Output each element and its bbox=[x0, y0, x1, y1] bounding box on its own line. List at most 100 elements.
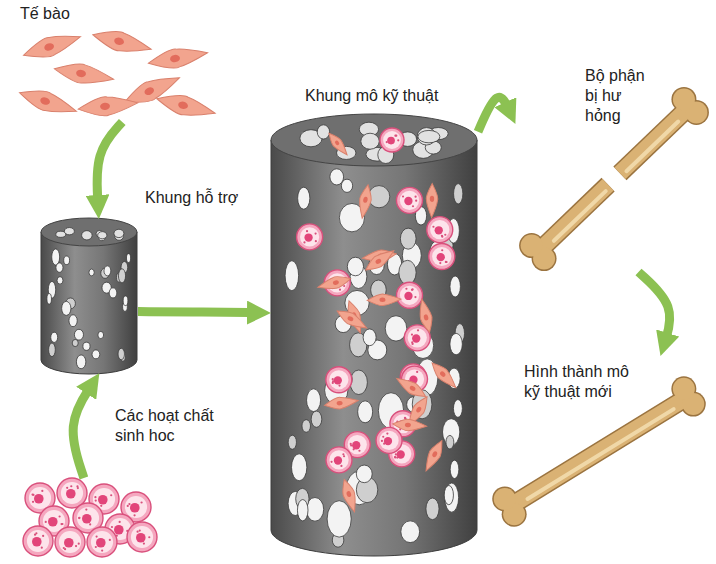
pore bbox=[453, 400, 462, 418]
part-label: Khung mô kỹ thuật bbox=[305, 86, 475, 106]
cell-body bbox=[362, 246, 397, 275]
pore bbox=[49, 343, 56, 357]
cell-membrane bbox=[23, 526, 53, 556]
cell-granule bbox=[332, 378, 334, 380]
cell-granule bbox=[414, 296, 416, 298]
spindle-cell bbox=[339, 478, 360, 514]
cell-granule bbox=[445, 261, 447, 263]
pore bbox=[445, 483, 459, 512]
cell-nucleus bbox=[82, 514, 92, 524]
cell-membrane bbox=[397, 282, 423, 308]
cell-granule bbox=[75, 545, 77, 547]
pore bbox=[311, 411, 322, 427]
flow-arrow bbox=[478, 97, 510, 131]
cell-nucleus bbox=[423, 314, 429, 321]
cell-granule bbox=[133, 514, 135, 516]
pore bbox=[385, 316, 407, 341]
pore bbox=[350, 370, 367, 395]
bone-highlight bbox=[554, 191, 606, 241]
cell-nucleus bbox=[431, 451, 438, 458]
part-label: Các hoạt chất sinh hoc bbox=[115, 406, 237, 446]
cell-granule bbox=[394, 456, 396, 458]
cell-granule bbox=[111, 526, 113, 528]
cell-body bbox=[316, 273, 352, 293]
cell-nucleus bbox=[415, 406, 422, 413]
cylinder-top bbox=[271, 114, 477, 166]
cell-nucleus bbox=[48, 517, 58, 527]
cell-nucleus bbox=[34, 494, 44, 504]
cell-membrane bbox=[297, 224, 323, 250]
cell-nucleus bbox=[384, 437, 392, 445]
cell-granule bbox=[303, 241, 305, 243]
cell-granule bbox=[417, 329, 419, 331]
cell-nucleus bbox=[170, 54, 181, 63]
pore bbox=[444, 485, 453, 504]
pore bbox=[330, 169, 344, 185]
bioactive-group bbox=[23, 478, 157, 557]
cell-body bbox=[426, 183, 438, 217]
pore bbox=[104, 266, 111, 276]
pore bbox=[401, 521, 420, 543]
cell-body bbox=[394, 374, 429, 402]
spindle-cell bbox=[356, 184, 373, 219]
pore bbox=[347, 257, 363, 276]
cell-nucleus bbox=[404, 197, 412, 205]
cell-granule bbox=[58, 515, 60, 517]
cell-granule bbox=[330, 461, 332, 463]
cell-granule bbox=[358, 450, 360, 452]
cell-granule bbox=[339, 289, 341, 291]
pore bbox=[363, 329, 376, 346]
scaffold-cylinder bbox=[41, 218, 137, 374]
bone-shaft bbox=[540, 185, 608, 250]
cell-body bbox=[339, 478, 360, 514]
cell-granule bbox=[85, 508, 87, 510]
cell-nucleus bbox=[430, 196, 435, 202]
cell-nucleus bbox=[334, 376, 342, 384]
cell-nucleus bbox=[412, 334, 420, 342]
cell-nucleus bbox=[98, 495, 108, 505]
cell-nucleus bbox=[130, 503, 140, 513]
pore bbox=[288, 435, 296, 449]
cell-body bbox=[392, 418, 427, 432]
cell-granule bbox=[89, 523, 91, 525]
pore bbox=[82, 231, 93, 240]
cell-granule bbox=[140, 501, 142, 503]
cell-granule bbox=[77, 487, 79, 489]
pore bbox=[297, 500, 308, 521]
cylinder-body bbox=[271, 140, 477, 556]
spindle-cell bbox=[428, 359, 460, 392]
cell-nucleus bbox=[76, 69, 87, 78]
bone-shaft bbox=[620, 108, 688, 173]
cell-nucleus bbox=[404, 292, 412, 300]
pore bbox=[454, 184, 463, 204]
cell-granule bbox=[139, 529, 141, 531]
cell-group bbox=[17, 26, 218, 123]
cell-cytoplasm bbox=[61, 482, 83, 504]
cell-granule bbox=[342, 453, 344, 455]
cell-body bbox=[334, 306, 369, 333]
cell-granule bbox=[386, 141, 388, 143]
round-cell bbox=[326, 447, 352, 473]
pore bbox=[356, 465, 372, 483]
spindle-cell bbox=[53, 59, 115, 88]
cylinder-top bbox=[41, 218, 137, 246]
cell-nucleus bbox=[397, 450, 405, 458]
cell-nucleus bbox=[405, 423, 411, 428]
cell-granule bbox=[314, 232, 316, 234]
part-label: Khung hỗ trợ bbox=[145, 188, 265, 208]
round-cell bbox=[376, 427, 402, 453]
cell-granule bbox=[415, 196, 417, 198]
cell-nucleus bbox=[32, 537, 42, 547]
cell-granule bbox=[32, 501, 34, 503]
cell-membrane bbox=[380, 128, 404, 152]
pore bbox=[64, 256, 70, 265]
engineered-scaffold bbox=[271, 114, 477, 556]
cell-nucleus bbox=[66, 489, 76, 499]
cell-granule bbox=[94, 496, 96, 498]
cell-granule bbox=[441, 235, 443, 237]
cell-nucleus bbox=[96, 538, 106, 548]
cell-membrane bbox=[127, 522, 157, 552]
pore bbox=[123, 296, 128, 306]
